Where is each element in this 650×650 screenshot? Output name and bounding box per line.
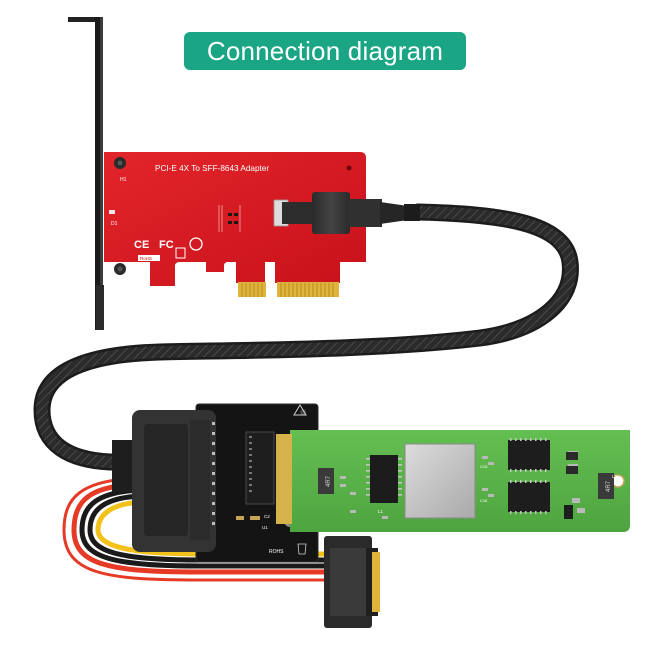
cap-label: C15 [480, 464, 488, 469]
rohs-small-label: RoHS [140, 256, 152, 261]
ce-mark: CE [134, 239, 149, 251]
d1-label: D1 [111, 221, 118, 227]
sata-power-wires [62, 476, 333, 582]
inductor-label-right: 4R7 [606, 480, 612, 492]
inductor [318, 468, 334, 494]
weee-bin-icon [175, 247, 186, 259]
weee-bin-icon [297, 543, 307, 555]
pcie-card-label: PCI-E 4X To SFF-8643 Adapter [155, 164, 269, 173]
m2-ssd-card: 4R7 4R7 C15 C16 L1 L2 [276, 430, 630, 532]
h1-label: H1 [120, 177, 127, 183]
warning-triangle-icon [293, 404, 307, 416]
diagram-title: Connection diagram [184, 32, 466, 70]
fc-mark: FC [159, 239, 174, 251]
sata-power-connector [324, 536, 380, 628]
gold-fingers [238, 282, 339, 297]
pcie-bracket [68, 17, 104, 330]
cap-label: C16 [480, 498, 488, 503]
inductor [598, 473, 614, 499]
nand-chip [508, 482, 550, 512]
l1-label: L1 [378, 509, 384, 514]
rohs-label: ROHS [269, 549, 284, 555]
pcie-pcb [104, 152, 366, 286]
c2-label: C2 [264, 514, 270, 519]
inductor-label-left: 4R7 [326, 475, 332, 487]
dram-chip [370, 455, 398, 503]
led [346, 165, 352, 171]
controller-chip [404, 443, 476, 519]
u1-label: U1 [262, 525, 268, 530]
nand-chip [508, 440, 550, 470]
l2-label: L2 [612, 474, 618, 479]
pcie-adapter-card: PCI-E 4X To SFF-8643 Adapter H1 D1 CE FC… [68, 17, 366, 330]
sff-8643-plug-host [282, 192, 420, 234]
recycle-icon [189, 237, 203, 251]
sff-8643-plug-device [112, 410, 216, 552]
